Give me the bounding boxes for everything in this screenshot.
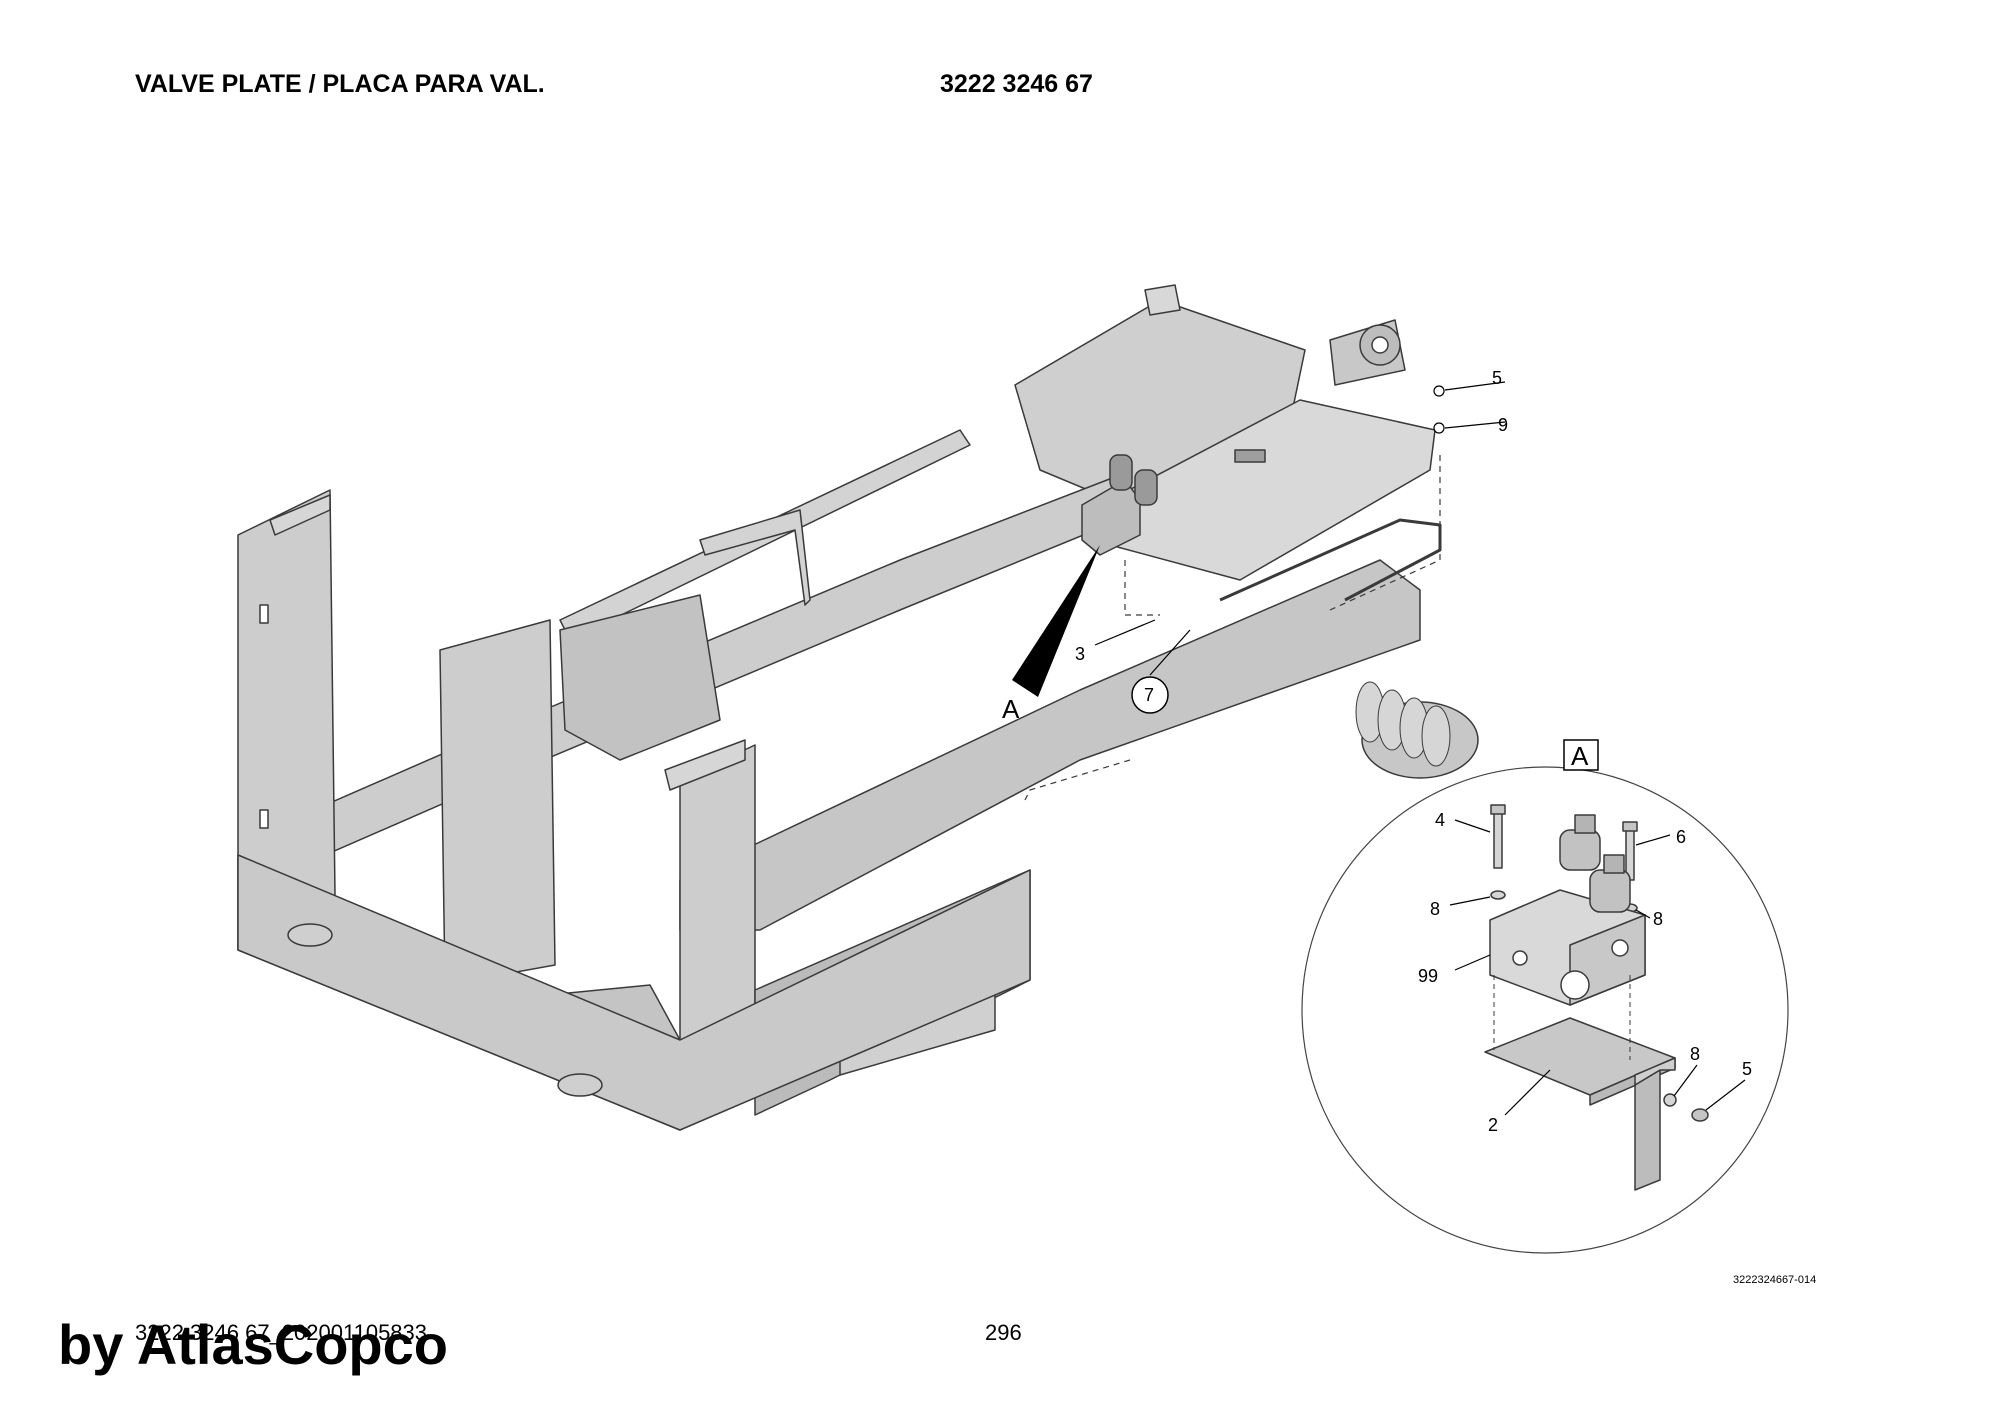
callout-5-detail: 5 xyxy=(1742,1059,1752,1079)
image-reference: 3222324667-014 xyxy=(1733,1274,1817,1286)
detail-label: A xyxy=(1571,741,1589,771)
callout-8-detail-left: 8 xyxy=(1430,899,1440,919)
callout-3-main: 3 xyxy=(1075,644,1085,664)
callout-6-detail: 6 xyxy=(1676,827,1686,847)
detail-marker-main: A xyxy=(1002,694,1020,724)
watermark-brand: by AtlasCopco xyxy=(58,1313,448,1376)
callout-99-detail: 99 xyxy=(1418,966,1438,986)
callout-2-detail: 2 xyxy=(1488,1115,1498,1135)
page-number: 296 xyxy=(985,1320,1022,1345)
detail-view-a: A xyxy=(1301,739,1789,1254)
detail-pointer xyxy=(1012,545,1100,697)
callout-4-detail: 4 xyxy=(1435,810,1445,830)
frame-assembly xyxy=(237,284,1479,1131)
document-title: VALVE PLATE / PLACA PARA VAL. xyxy=(135,70,545,98)
callout-7-main: 7 xyxy=(1144,685,1154,705)
main-callouts xyxy=(1094,381,1506,714)
callout-5-main: 5 xyxy=(1492,368,1502,388)
document-reference: 3222 3246 67_202001105833 xyxy=(135,1320,428,1345)
callout-8-detail-lower: 8 xyxy=(1690,1044,1700,1064)
part-number: 3222 3246 67 xyxy=(940,70,1093,98)
callout-8-detail-right: 8 xyxy=(1653,909,1663,929)
callout-9-main: 9 xyxy=(1498,415,1508,435)
